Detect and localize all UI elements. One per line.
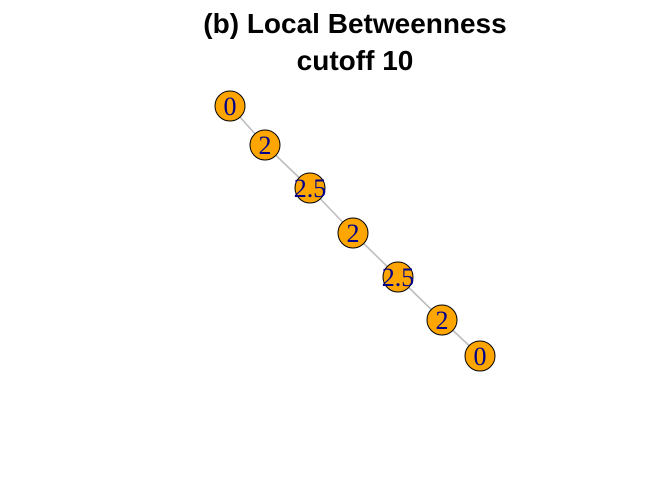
node-circle	[294, 172, 326, 204]
node-label: 0	[224, 92, 237, 121]
graph-node: 2	[426, 304, 458, 336]
graph-node: 2.5	[382, 261, 415, 293]
node-label: 2	[347, 219, 360, 248]
nodes-layer: 022.522.520	[214, 90, 496, 372]
diagram-title-line-1: (b) Local Betweenness	[203, 8, 506, 39]
node-circle	[214, 90, 246, 122]
graph-node: 2	[249, 129, 281, 161]
graph-node: 2.5	[294, 172, 327, 204]
graph-node: 2	[337, 217, 369, 249]
node-label: 0	[474, 342, 487, 371]
node-circle	[464, 340, 496, 372]
node-circle	[382, 261, 414, 293]
node-circle	[426, 304, 458, 336]
node-label: 2	[436, 306, 449, 335]
node-circle	[249, 129, 281, 161]
node-label: 2	[259, 131, 272, 160]
graph-node: 0	[464, 340, 496, 372]
graph-node: 0	[214, 90, 246, 122]
node-label: 2.5	[382, 263, 415, 292]
node-circle	[337, 217, 369, 249]
diagram-title-line-2: cutoff 10	[297, 45, 414, 76]
node-label: 2.5	[294, 174, 327, 203]
